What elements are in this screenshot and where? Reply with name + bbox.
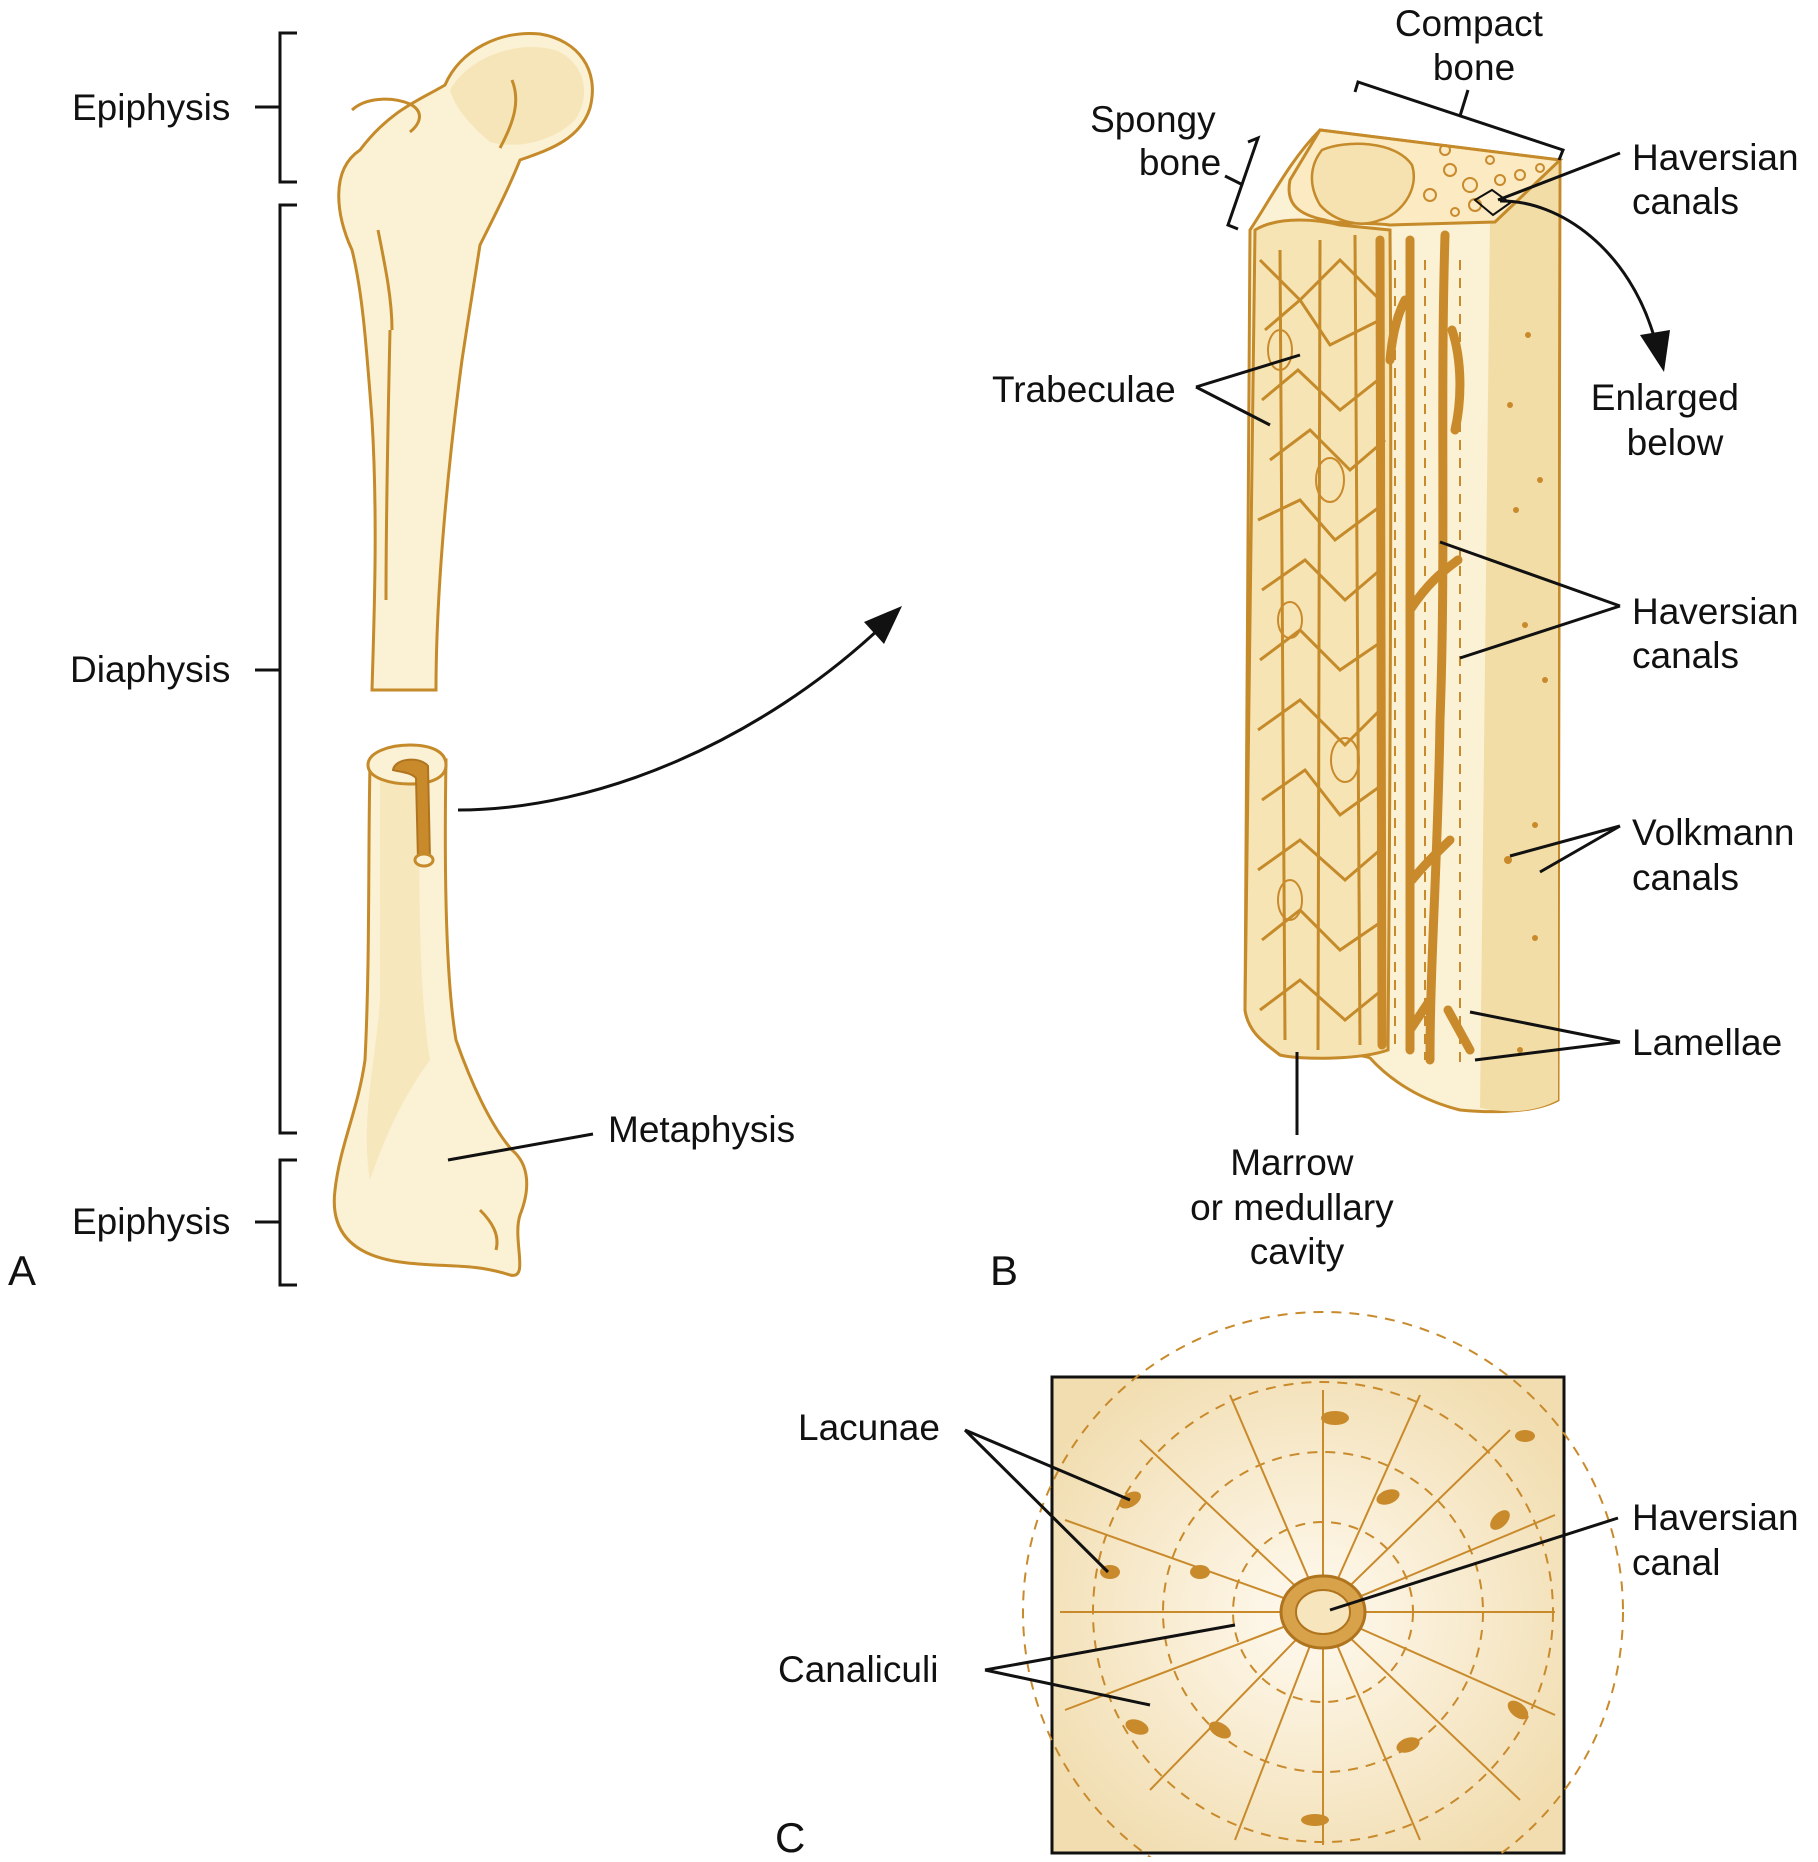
top-face-pores (1423, 144, 1545, 217)
panel-b-annotations (1195, 80, 1670, 1135)
label-epiphysis-bottom: Epiphysis (72, 1201, 230, 1242)
label-lacunae: Lacunae (798, 1407, 940, 1448)
lacunae-cells (1100, 1411, 1535, 1826)
leader-trabeculae (1195, 353, 1301, 427)
label-spongy-bone: Spongy bone (1090, 99, 1226, 183)
spongy-top (1310, 142, 1415, 225)
bracket-epiphysis-top (278, 31, 297, 184)
leader-lamellae (1469, 1010, 1621, 1062)
label-haversian-canals-mid: Haversian canals (1632, 591, 1809, 676)
label-diaphysis: Diaphysis (70, 649, 230, 690)
lamellae-dots (1394, 260, 1461, 1070)
trabeculae-network (1257, 234, 1386, 1051)
haversian-canal-system (1375, 230, 1475, 1065)
top-face-square (1473, 188, 1512, 217)
panel-c-osteon (1022, 1311, 1624, 1862)
panel-label-b: B (990, 1247, 1018, 1294)
femur-upper-shaft (337, 31, 594, 692)
canaliculi-lines (1060, 1390, 1556, 1845)
label-metaphysis: Metaphysis (608, 1109, 795, 1150)
arrow-a-to-b (457, 626, 882, 812)
label-haversian-canals-top: Haversian canals (1632, 137, 1809, 222)
bracket-compact-bone-tick (1458, 89, 1470, 117)
label-canaliculi: Canaliculi (778, 1649, 938, 1690)
leader-lacunae (963, 1428, 1131, 1574)
panel-b-section (1243, 128, 1564, 1114)
panel-a-femur (332, 31, 594, 1277)
label-lamellae: Lamellae (1632, 1022, 1782, 1063)
femur-lower-shade (366, 780, 430, 1180)
metaphysis-leader (447, 1132, 594, 1162)
label-enlarged-below: Enlarged below (1591, 377, 1749, 463)
leader-volkmann (1509, 824, 1621, 874)
bracket-diaphysis (278, 203, 297, 1135)
arrow-a-to-b-head (864, 606, 902, 644)
medullary-exit (413, 852, 435, 868)
panel-label-a: A (8, 1247, 36, 1294)
leader-canaliculi (984, 1623, 1236, 1707)
trochanter-detail (350, 97, 421, 134)
label-compact-bone: Compact bone (1395, 3, 1553, 88)
panel-label-c: C (775, 1814, 805, 1857)
bracket-epiphysis-bottom (278, 1158, 297, 1287)
label-haversian-canal: Haversian canal (1632, 1497, 1809, 1583)
leader-haversian-mid (1439, 540, 1621, 660)
leader-haversian-top (1497, 151, 1621, 202)
label-trabeculae: Trabeculae (992, 369, 1176, 410)
volkmann-pores (1504, 332, 1548, 1053)
leader-haversian-canal (1329, 1516, 1619, 1612)
bracket-spongy-bone (1226, 135, 1261, 231)
label-epiphysis-top: Epiphysis (72, 87, 230, 128)
femur-neck-line (498, 79, 518, 149)
bracket-spongy-bone-tick (1224, 174, 1244, 187)
shaft-contour-1 (384, 329, 392, 601)
panel-a-brackets (255, 31, 594, 1287)
shaft-contour-2 (376, 229, 394, 331)
arrow-enlarged-head (1640, 330, 1670, 372)
condyle-detail (478, 1208, 499, 1251)
arrow-enlarged (1499, 199, 1657, 341)
label-volkmann-canals: Volkmann canals (1632, 812, 1805, 898)
central-haversian-canal (1295, 1589, 1351, 1635)
panel-c-annotations (963, 1428, 1619, 1707)
outer-surface (1480, 162, 1558, 1112)
label-marrow: Marrow or medullary cavity (1190, 1142, 1404, 1272)
